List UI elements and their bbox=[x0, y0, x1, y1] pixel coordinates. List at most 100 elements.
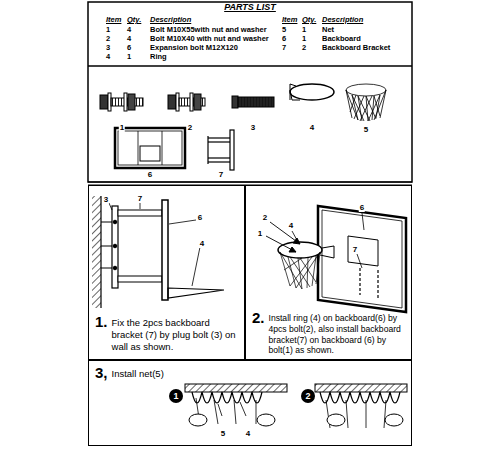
ring bbox=[290, 84, 334, 100]
step-panel: 3,Install net(5)12 bbox=[88, 360, 412, 446]
bolt-m10x55-part bbox=[128, 94, 135, 110]
net-install-illustration-part bbox=[240, 402, 246, 416]
table-cell: Ring bbox=[150, 53, 167, 61]
callout-number: 1 bbox=[257, 230, 263, 238]
net bbox=[346, 84, 386, 121]
callout-number: 1 bbox=[119, 124, 125, 132]
ring-install-illustration-part bbox=[359, 268, 360, 295]
sheet-frame-part bbox=[88, 2, 412, 182]
table-cell: Expansion bolt M12X120 bbox=[150, 44, 238, 52]
backboard-part bbox=[140, 146, 160, 161]
expansion-bolt bbox=[232, 96, 274, 108]
wall-mount-illustration-part bbox=[112, 206, 118, 288]
substep-number: 1 bbox=[173, 392, 178, 401]
ring-install-illustration-part bbox=[266, 236, 296, 252]
wall-mount-illustration-part bbox=[100, 196, 101, 308]
backboard-bracket-part bbox=[208, 137, 230, 138]
callout-number: 3 bbox=[250, 124, 256, 132]
table-cell: 4 bbox=[106, 53, 110, 61]
bolt-m10x55-part bbox=[124, 93, 127, 111]
table-cell: 4 bbox=[127, 35, 131, 43]
net-install-illustration-part bbox=[218, 404, 222, 416]
wall-mount-illustration-part bbox=[101, 268, 112, 269]
backboard-part bbox=[115, 128, 185, 168]
ring-part bbox=[290, 84, 296, 100]
expansion-bolt-part bbox=[238, 97, 274, 107]
net-install-illustration-part bbox=[320, 392, 400, 403]
table-cell: Bolt M10X40 with nut and washer bbox=[150, 35, 269, 43]
table-cell: Backboard bbox=[322, 35, 361, 43]
wall-mount-illustration-part bbox=[118, 210, 162, 216]
callout-number: 2 bbox=[187, 124, 193, 132]
table-cell: Backboard Bracket bbox=[322, 44, 390, 52]
callout-number: 6 bbox=[359, 204, 365, 212]
ring-part bbox=[290, 84, 334, 100]
ring-install-illustration-part bbox=[320, 246, 334, 258]
ring-install-illustration-part bbox=[292, 231, 298, 242]
wall-mount-illustration-part bbox=[118, 276, 162, 282]
step-number: 1. bbox=[95, 314, 108, 329]
table-cell: 3 bbox=[106, 44, 110, 52]
net-install-illustration-part bbox=[192, 392, 262, 403]
bolt-m10x55 bbox=[100, 93, 143, 111]
table-cell: 1 bbox=[302, 35, 306, 43]
ring-install-illustration-part bbox=[318, 206, 406, 312]
backboard-part bbox=[138, 131, 139, 165]
net-install-illustration-part bbox=[327, 414, 345, 426]
table-cell: Net bbox=[322, 26, 334, 34]
table-cell: 5 bbox=[282, 26, 286, 34]
table-cell: 1 bbox=[127, 53, 131, 61]
wall-mount-illustration-part bbox=[113, 244, 117, 248]
net-install-illustration-part bbox=[315, 384, 407, 392]
backboard-bracket-part bbox=[208, 141, 230, 142]
sheet-frame-part bbox=[88, 65, 412, 67]
ring-part bbox=[290, 90, 300, 100]
table-cell: 6 bbox=[282, 35, 286, 43]
step-number: 2. bbox=[252, 310, 265, 325]
callout-number: 7 bbox=[137, 195, 143, 203]
step-panel: 2. Install ring (4) on backboard(6) by 4p… bbox=[245, 185, 412, 360]
table-header: Item bbox=[282, 16, 297, 24]
backboard-bracket-part bbox=[208, 157, 230, 158]
table-cell: 7 bbox=[282, 44, 286, 52]
net-install-illustration-part bbox=[326, 400, 386, 428]
wall-mount-illustration-part bbox=[109, 203, 112, 210]
expansion-bolt-part bbox=[238, 97, 274, 107]
step-instruction: Install ring (4) on backboard(6) by 4pcs… bbox=[269, 310, 408, 356]
ring-install-illustration bbox=[266, 206, 406, 312]
backboard-part bbox=[118, 131, 182, 165]
sheet-frame bbox=[88, 2, 412, 185]
step-instruction: Fix the 2pcs backboard bracket (7) by pl… bbox=[112, 314, 240, 353]
ring-install-illustration-part bbox=[289, 247, 296, 252]
wall-mount-illustration-part bbox=[113, 220, 117, 224]
table-header: Qty. bbox=[302, 16, 316, 24]
net-install-illustration-part bbox=[185, 384, 287, 392]
table-header: Description bbox=[150, 16, 191, 24]
net-part bbox=[346, 90, 386, 121]
callout-number: 5 bbox=[220, 430, 226, 438]
step-text-block: 2. Install ring (4) on backboard(6) by 4p… bbox=[252, 310, 408, 356]
ring-install-illustration-part bbox=[377, 270, 378, 298]
wall-mount-illustration-part bbox=[169, 220, 196, 224]
wall-mount-illustration-part bbox=[192, 247, 200, 286]
callout-number: 4 bbox=[309, 124, 315, 132]
step-panel: 1. Fix the 2pcs backboard bracket (7) by … bbox=[88, 185, 245, 360]
wall-mount-illustration-part bbox=[168, 288, 224, 298]
backboard-bracket-part bbox=[207, 136, 208, 164]
table-header: Item bbox=[106, 16, 121, 24]
callout-number: 4 bbox=[199, 240, 205, 248]
ring-install-illustration-part bbox=[322, 210, 402, 308]
wall-mount-illustration-part bbox=[140, 202, 141, 209]
backboard-bracket bbox=[208, 130, 234, 170]
table-cell: 6 bbox=[127, 44, 131, 52]
sheet-title: PARTS LIST bbox=[224, 3, 276, 12]
net-part bbox=[346, 84, 386, 96]
callout-number: 7 bbox=[352, 246, 358, 254]
callout-number: 3 bbox=[103, 196, 109, 204]
ring-install-illustration-part bbox=[348, 236, 378, 266]
callout-number: 5 bbox=[363, 126, 369, 134]
step-text-block: 3,Install net(5) bbox=[95, 365, 295, 380]
callout-number: 6 bbox=[197, 214, 203, 222]
